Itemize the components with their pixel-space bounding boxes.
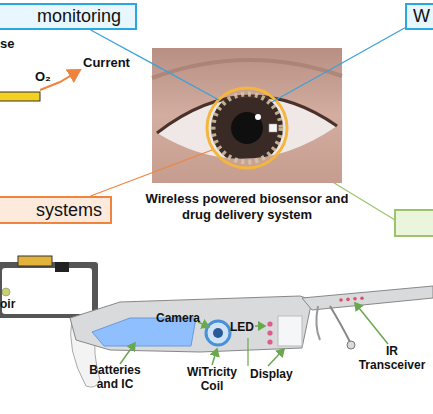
skin [152,48,342,183]
box-title: monitoring [37,6,121,27]
photo-panel: Wireless powered biosensor and drug deli… [152,48,342,183]
device-body [0,262,98,318]
witricity-coil [206,321,230,345]
led [267,321,272,326]
part-label: oir [0,297,15,311]
ir-dot [339,298,343,302]
ir-dot [346,298,350,302]
camera-lens [213,328,223,338]
lens-ring [207,88,287,168]
display-prism [278,316,302,346]
drug-particle [2,288,10,296]
part-label: WiTricity Coil [180,365,244,393]
part-label: LED [230,320,254,334]
section-box: systems [0,196,112,224]
connector-line [91,30,152,63]
glasses-temple [302,286,433,310]
reservoir [2,268,92,314]
part-label: se [0,36,14,51]
glasses-frame [70,296,312,352]
part-label: Display [250,367,293,381]
part-label: Current [83,55,130,70]
pupil [231,112,263,144]
section-box: monitoring [0,3,137,30]
ir-dot [360,296,364,300]
earphone-cable [330,306,350,342]
box-title: systems [36,200,102,221]
eyelid-crease [152,60,342,78]
led [267,330,272,335]
section-box: W [405,3,433,30]
device-notch [55,262,69,272]
leader-arrow [212,349,217,365]
section-box [395,210,433,236]
lens-electronics [213,94,281,162]
highlight [255,114,261,120]
electrode-cap [18,256,52,266]
earphone [347,341,355,349]
ir-dot [353,297,357,301]
connector-line [91,173,153,196]
caption: Wireless powered biosensor and drug deli… [130,191,365,223]
part-label: IR Transceiver [352,344,432,372]
part-label: Batteries and IC [84,363,146,391]
earphone-cable [316,306,320,340]
part-label: Camera [156,311,200,325]
box-title: W [413,6,430,27]
leader-arrow [355,303,388,344]
upper-lid [157,96,337,133]
part-label: O₂ [35,69,51,84]
leader-arrow [268,349,284,366]
leader-line [272,63,342,102]
eye-photo [152,48,342,183]
leader-arrow [255,325,265,327]
leader-line [152,63,219,100]
leader-line [247,338,248,366]
iris [211,92,283,164]
leader-line [152,150,212,173]
lens-chip [269,124,277,132]
electrode-bar [0,92,40,101]
leader-arrow [120,343,135,364]
connector-line [342,28,405,63]
led [267,339,272,344]
